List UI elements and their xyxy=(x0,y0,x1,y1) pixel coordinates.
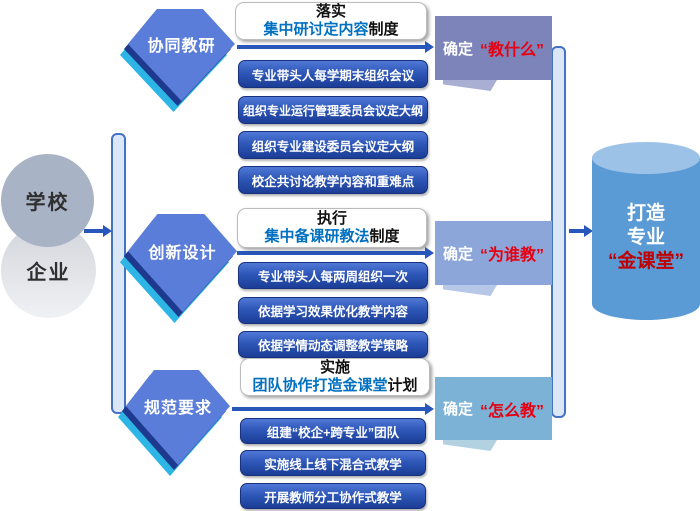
item-label: 依据学情动态调整教学策略 xyxy=(257,339,408,353)
title-box-execute: 执行 集中备课研教法制度 xyxy=(237,208,427,248)
callout-fold-3 xyxy=(443,440,497,451)
list-item: 依据学情动态调整教学策略 xyxy=(238,331,428,358)
callout-for-whom-to-teach: 确定 “为谁教” xyxy=(435,221,552,285)
diamond-label: 创新设计 xyxy=(148,245,217,263)
item-label: 依据学习效果优化教学内容 xyxy=(257,305,408,319)
item-label: 专业带头人每学期末组织会议 xyxy=(251,68,415,83)
callout-term: “怎么教” xyxy=(480,402,545,420)
list-item: 实施线上线下混合式教学 xyxy=(240,450,426,476)
cylinder-text: 打造 专业 “金课堂” xyxy=(592,202,700,274)
cylinder-line-1: 打造 xyxy=(626,203,665,224)
callout-prefix: 确定 xyxy=(442,401,473,418)
cylinder-highlight: “金课堂” xyxy=(607,251,684,272)
item-label: 专业带头人每两周组织一次 xyxy=(257,270,408,284)
title-action: 实施 xyxy=(319,359,350,376)
item-label: 组织专业运行管理委员会议定大纲 xyxy=(242,103,423,118)
callout-fold-1 xyxy=(443,80,497,91)
list-item: 组建“校企+跨专业”团队 xyxy=(240,418,426,444)
title-highlight: 团队协作打造金课堂 xyxy=(252,377,388,394)
item-label: 实施线上线下混合式教学 xyxy=(264,457,402,472)
list-item: 专业带头人每学期末组织会议 xyxy=(238,60,428,88)
callout-what-to-teach: 确定 “教什么” xyxy=(435,16,552,80)
title-suffix: 制度 xyxy=(369,228,400,245)
diamond-label: 规范要求 xyxy=(143,400,212,418)
list-item: 专业带头人每两周组织一次 xyxy=(238,262,428,289)
cylinder-top-ellipse xyxy=(592,142,700,174)
arrow-section3 xyxy=(232,407,425,411)
list-item: 组织专业运行管理委员会议定大纲 xyxy=(238,96,428,124)
item-label: 组织专业建设委员会议定大纲 xyxy=(251,139,415,154)
school-circle: 学校 xyxy=(1,154,94,247)
connector-circles-to-bracket-arrow xyxy=(84,229,103,233)
title-subtitle: 集中备课研教法制度 xyxy=(264,228,399,246)
title-action: 执行 xyxy=(316,210,347,227)
enterprise-label: 企业 xyxy=(26,262,71,284)
callout-term: “教什么” xyxy=(480,42,545,59)
callout-prefix: 确定 xyxy=(442,245,473,263)
list-item: 校企共讨论教学内容和重难点 xyxy=(238,166,428,194)
callout-how-to-teach: 确定 “怎么教” xyxy=(435,377,552,440)
result-cylinder: 打造 专业 “金课堂” xyxy=(592,142,700,320)
cylinder-line-2: 专业 xyxy=(626,227,665,248)
connector-bracket-to-cylinder-arrow xyxy=(569,229,584,233)
list-item: 依据学习效果优化教学内容 xyxy=(238,297,428,324)
title-box-implement: 落实 集中研讨定内容制度 xyxy=(235,2,427,40)
diamond-collaborative-research: 协同教研 xyxy=(128,9,235,101)
callout-prefix: 确定 xyxy=(442,40,473,58)
callout-fold-2 xyxy=(443,285,497,296)
left-bracket-bar xyxy=(111,133,126,414)
school-label: 学校 xyxy=(25,192,70,214)
arrow-section1 xyxy=(237,45,425,49)
right-bracket-bar xyxy=(551,46,566,418)
diamond-label: 协同教研 xyxy=(147,37,216,55)
cylinder-body xyxy=(592,158,700,320)
item-label: 校企共讨论教学内容和重难点 xyxy=(251,174,415,189)
list-item: 组织专业建设委员会议定大纲 xyxy=(238,131,428,159)
title-highlight: 集中研讨定内容 xyxy=(263,21,369,38)
title-suffix: 计划 xyxy=(387,377,418,394)
title-subtitle: 团队协作打造金课堂计划 xyxy=(252,377,417,395)
item-label: 开展教师分工协作式教学 xyxy=(264,490,402,505)
title-suffix: 制度 xyxy=(368,21,399,38)
item-label: 组建“校企+跨专业”团队 xyxy=(266,425,400,440)
callout-term: “为谁教” xyxy=(480,247,545,264)
diamond-standard-requirements: 规范要求 xyxy=(126,370,230,465)
title-box-carry-out: 实施 团队协作打造金课堂计划 xyxy=(240,358,430,396)
title-subtitle: 集中研讨定内容制度 xyxy=(263,21,398,39)
arrow-section2 xyxy=(237,251,425,255)
title-highlight: 集中备课研教法 xyxy=(264,228,370,245)
title-action: 落实 xyxy=(315,3,346,20)
list-item: 开展教师分工协作式教学 xyxy=(240,483,426,509)
diamond-innovative-design: 创新设计 xyxy=(128,214,237,312)
